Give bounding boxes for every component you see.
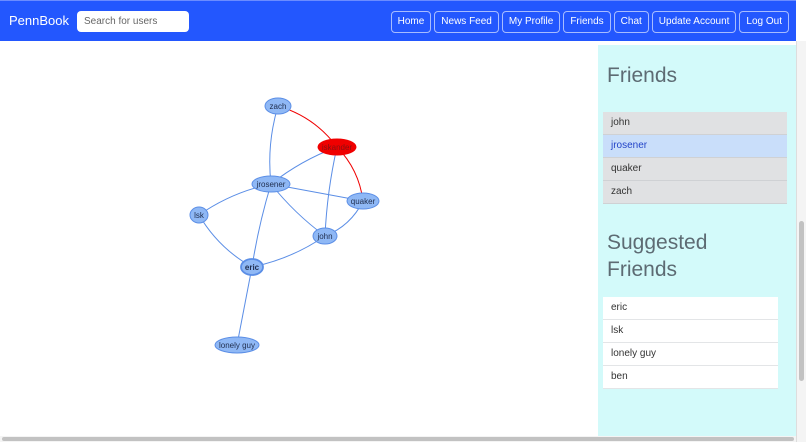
log-out-button[interactable]: Log Out xyxy=(739,11,789,33)
node-label: lsk xyxy=(194,211,205,220)
node-shape[interactable] xyxy=(312,227,338,245)
node-shape[interactable] xyxy=(240,258,264,276)
horizontal-scrollbar[interactable] xyxy=(0,436,796,442)
graph-edge xyxy=(251,183,272,268)
friends-title: Friends xyxy=(607,64,678,87)
node-shape[interactable] xyxy=(214,336,260,354)
graph-node[interactable]: quaker xyxy=(346,192,380,210)
search-input[interactable] xyxy=(77,11,189,32)
brand-logo[interactable]: PennBook xyxy=(9,13,69,28)
update-account-button[interactable]: Update Account xyxy=(651,11,737,33)
graph-node[interactable]: jrosener xyxy=(251,175,291,193)
friend-item[interactable]: quaker xyxy=(603,158,787,181)
node-label: lonely guy xyxy=(219,341,255,350)
suggested-item[interactable]: lsk xyxy=(603,320,778,343)
friends-button[interactable]: Friends xyxy=(563,11,611,33)
news-feed-button[interactable]: News Feed xyxy=(434,11,499,33)
chat-button[interactable]: Chat xyxy=(613,11,649,33)
nav-buttons: Home News Feed My Profile Friends Chat U… xyxy=(390,11,789,33)
sidebar: Friends john jrosener quaker zach Sugges… xyxy=(598,45,796,436)
navbar: PennBook Home News Feed My Profile Frien… xyxy=(0,0,796,41)
node-shape[interactable] xyxy=(251,175,291,193)
node-label: jrosener xyxy=(256,180,286,189)
graph-node[interactable]: lonely guy xyxy=(214,336,260,354)
node-label: iskander xyxy=(322,143,353,152)
scroll-thumb[interactable] xyxy=(2,437,794,441)
node-label: eric xyxy=(245,263,260,272)
suggested-friends-title: Suggested Friends xyxy=(607,231,708,281)
suggested-item[interactable]: lonely guy xyxy=(603,343,778,366)
graph-edge xyxy=(269,105,279,185)
node-shape[interactable] xyxy=(264,97,292,115)
friend-item[interactable]: john xyxy=(603,112,787,135)
suggested-friends-list: eric lsk lonely guy ben xyxy=(603,297,778,389)
friend-graph[interactable]: zach iskander jrosener quaker lsk john eric lon… xyxy=(0,41,598,436)
node-label: john xyxy=(316,232,332,241)
friends-list: john jrosener quaker zach xyxy=(603,112,787,204)
node-label: zach xyxy=(270,102,287,111)
graph-node[interactable]: john xyxy=(312,227,338,245)
graph-node[interactable]: iskander xyxy=(317,138,357,156)
friend-item[interactable]: jrosener xyxy=(603,135,787,158)
scroll-thumb[interactable] xyxy=(799,221,804,381)
suggested-item[interactable]: eric xyxy=(603,297,778,320)
node-shape[interactable] xyxy=(189,206,209,224)
node-shape[interactable] xyxy=(346,192,380,210)
graph-node[interactable]: eric xyxy=(240,258,264,276)
friend-item[interactable]: zach xyxy=(603,181,787,204)
suggested-item[interactable]: ben xyxy=(603,366,778,389)
my-profile-button[interactable]: My Profile xyxy=(501,11,561,33)
node-shape[interactable] xyxy=(317,138,357,156)
home-button[interactable]: Home xyxy=(390,11,432,33)
node-label: quaker xyxy=(351,197,376,206)
vertical-scrollbar[interactable] xyxy=(796,41,806,442)
graph-node[interactable]: zach xyxy=(264,97,292,115)
graph-edge xyxy=(270,183,326,237)
graph-edge xyxy=(324,146,338,237)
graph-edge xyxy=(198,214,253,268)
graph-edge xyxy=(236,266,253,346)
graph-edge xyxy=(251,235,326,268)
graph-node[interactable]: lsk xyxy=(189,206,209,224)
